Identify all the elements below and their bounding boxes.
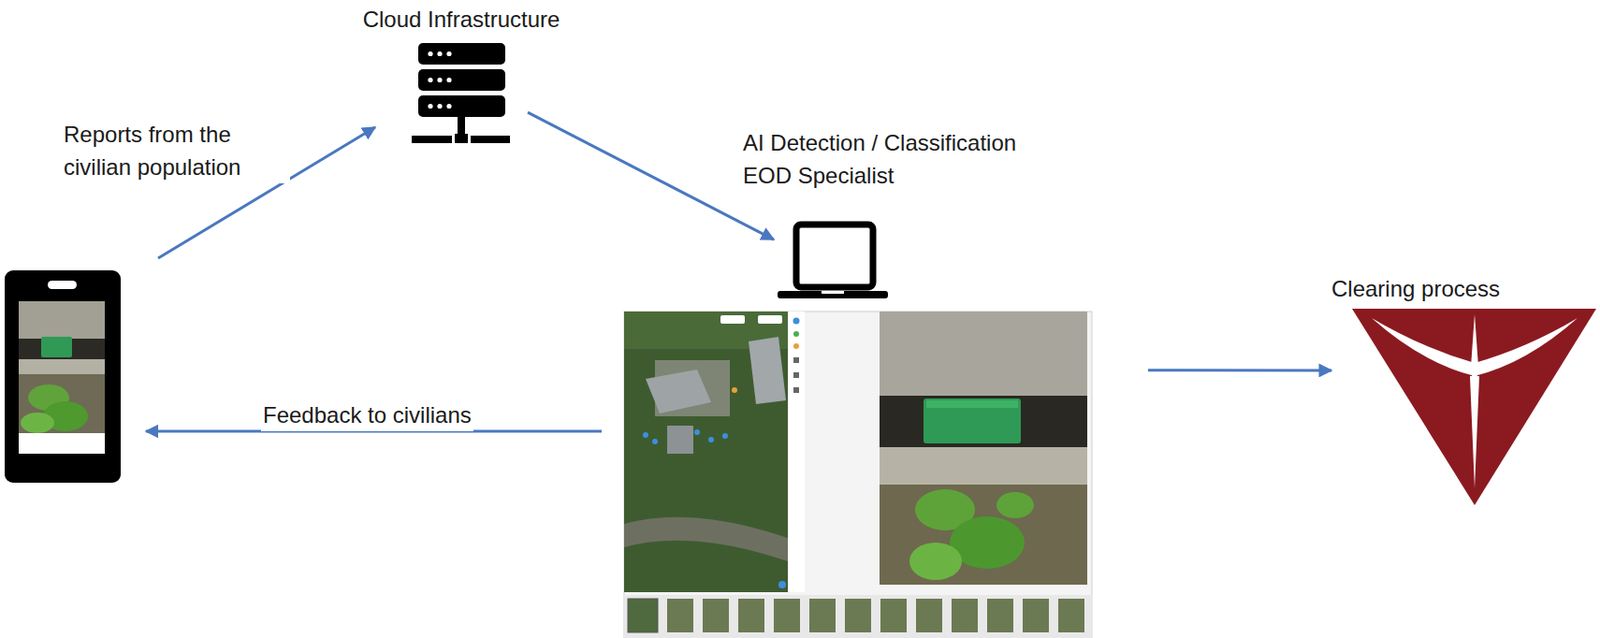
laptop-icon: [777, 224, 888, 299]
edge-label: Reports from the civilian population: [61, 117, 291, 184]
cloud-server: Cloud Infrastructure: [411, 43, 510, 144]
phone-icon: [4, 270, 121, 483]
phone-device: [4, 270, 121, 483]
node-heading: Clearing process: [1331, 273, 1500, 306]
flow-arrow: [1148, 368, 1332, 372]
clearing-logo-node: Clearing process: [1352, 308, 1598, 506]
node-heading: AI Detection / Classification: [742, 127, 1017, 160]
node-heading: EOD Specialist: [742, 160, 894, 192]
server-icon: [411, 43, 510, 144]
workstation-laptop: AI Detection / ClassificationEOD Special…: [777, 218, 888, 299]
app-screenshot: [624, 311, 1092, 638]
flow-arrow: [527, 112, 774, 240]
app-screenshot: [624, 311, 1092, 638]
clearing-logo: [1352, 308, 1597, 506]
node-heading: Cloud Infrastructure: [363, 3, 561, 36]
edge-label: Feedback to civilians: [261, 398, 474, 432]
